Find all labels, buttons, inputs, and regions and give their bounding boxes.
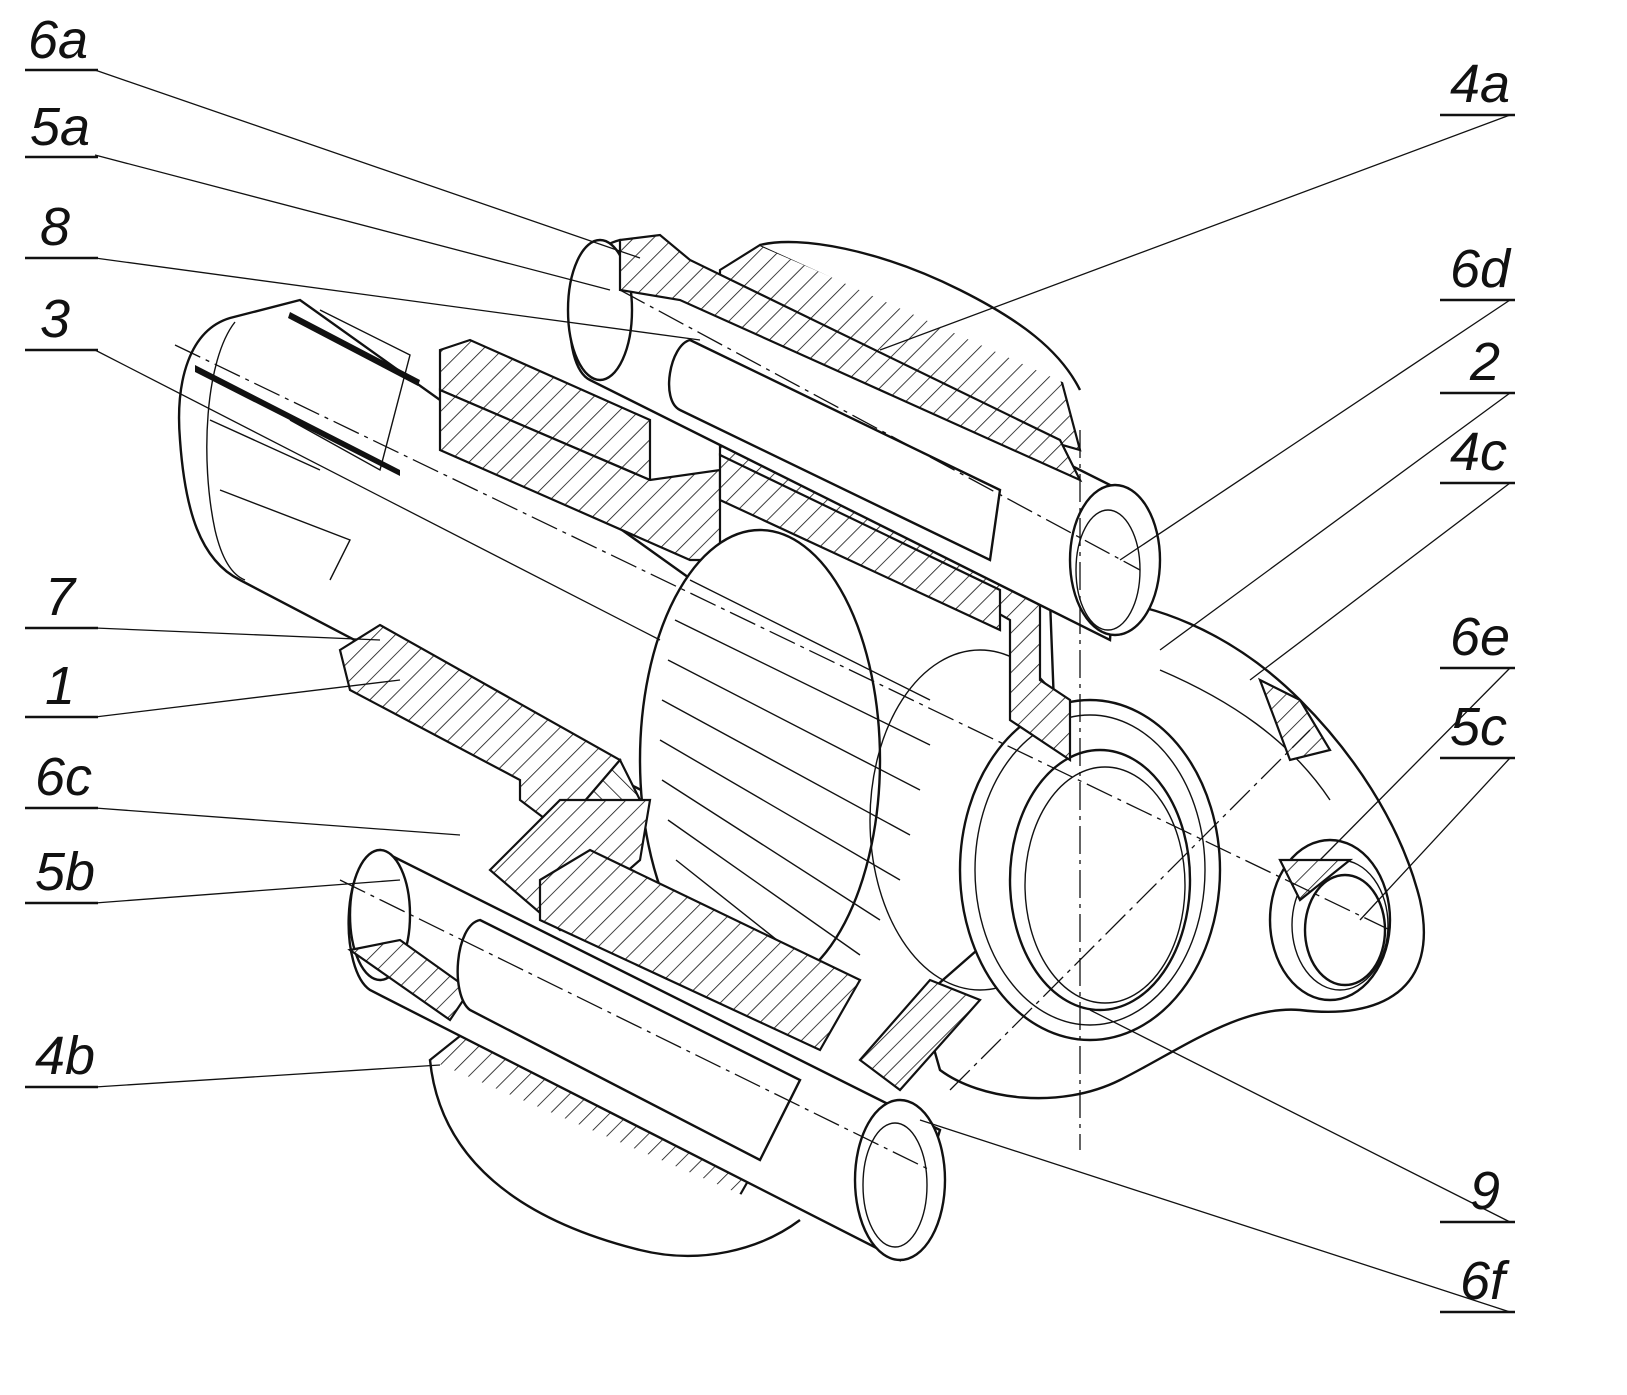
callout-label: 6e xyxy=(1450,607,1510,667)
callout-label: 6f xyxy=(1460,1251,1510,1311)
callout-label: 5a xyxy=(30,97,90,157)
callout-5b: 5b xyxy=(25,842,98,905)
callout-6a: 6a xyxy=(25,10,98,72)
callout-label: 4a xyxy=(1450,54,1510,114)
planet-pin-5a xyxy=(566,233,1162,642)
callout-4a: 4a xyxy=(1440,54,1515,117)
planet-gear-4b xyxy=(428,848,862,1258)
callout-5c: 5c xyxy=(1440,697,1515,760)
callout-label: 6a xyxy=(28,10,88,70)
callout-label: 9 xyxy=(1470,1161,1500,1221)
callout-label: 6c xyxy=(35,747,92,807)
callout-4b: 4b xyxy=(25,1026,98,1089)
callout-label: 3 xyxy=(40,289,70,349)
callout-6d: 6d xyxy=(1440,239,1515,302)
bearing xyxy=(958,698,1222,1042)
central-gear xyxy=(638,528,1091,1011)
planet-pin-5c xyxy=(1257,677,1392,1002)
callout-label: 6d xyxy=(1450,239,1512,299)
callout-label: 5c xyxy=(1450,697,1507,757)
callout-6c: 6c xyxy=(25,747,98,810)
leader-lines xyxy=(94,69,1511,1313)
center-lines xyxy=(174,289,1391,1171)
callout-6e: 6e xyxy=(1440,607,1515,670)
callout-label: 8 xyxy=(40,197,70,257)
callout-2: 2 xyxy=(1440,332,1515,395)
callout-8: 8 xyxy=(25,197,98,260)
callout-label: 1 xyxy=(45,656,75,716)
callout-label: 2 xyxy=(1469,332,1500,392)
callout-label: 5b xyxy=(35,842,95,902)
callout-9: 9 xyxy=(1440,1161,1515,1224)
callout-3: 3 xyxy=(25,289,98,352)
callout-1: 1 xyxy=(25,656,98,719)
callout-label: 4c xyxy=(1450,422,1507,482)
callout-5a: 5a xyxy=(25,97,98,159)
callout-6f: 6f xyxy=(1440,1251,1515,1314)
callout-label: 7 xyxy=(45,567,77,627)
callout-7: 7 xyxy=(25,567,98,630)
callout-4c: 4c xyxy=(1440,422,1515,485)
callout-label: 4b xyxy=(35,1026,95,1086)
shaft xyxy=(177,298,722,802)
